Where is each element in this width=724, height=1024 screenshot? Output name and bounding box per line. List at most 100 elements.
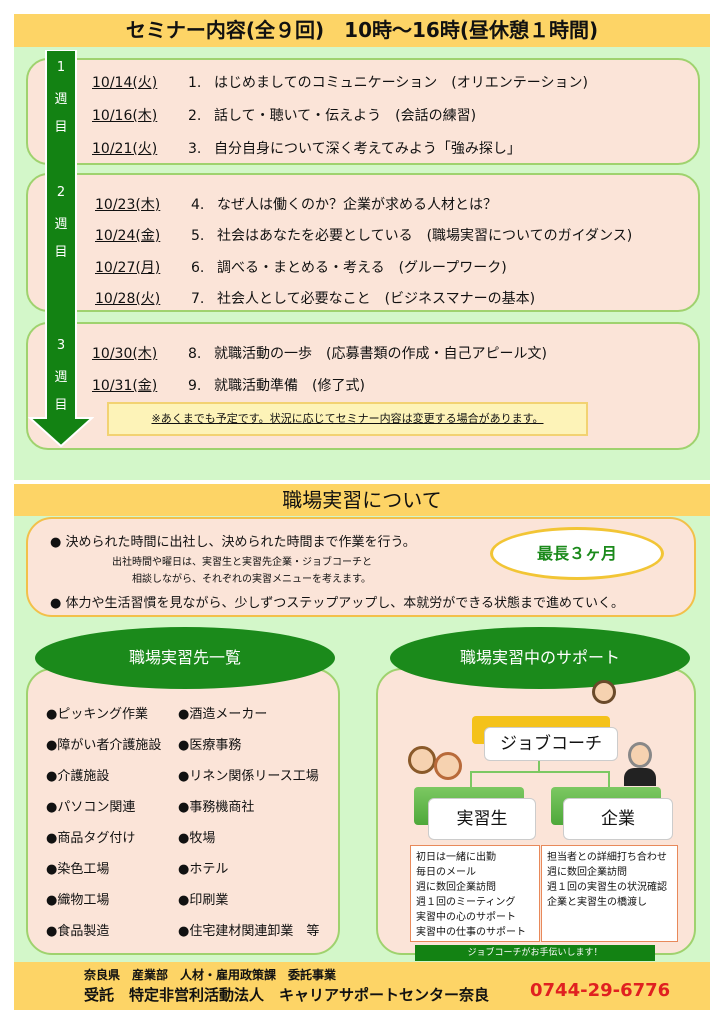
session-date: 10/14(火) — [92, 75, 158, 91]
support-title: 職場実習中のサポート — [390, 627, 690, 689]
session-date: 10/30(木) — [92, 346, 158, 362]
footer-line-1: 奈良県 産業部 人材・雇用政策課 委託事業 — [84, 968, 337, 982]
place-item: ●ホテル — [178, 862, 229, 877]
seminar-header: セミナー内容(全９回) 10時～16時(昼休憩１時間) — [14, 14, 710, 47]
timeline-arrow-icon — [28, 50, 94, 448]
support-item: 週１回の実習生の状況確認 — [547, 882, 667, 893]
week-label: 目 — [54, 398, 68, 413]
week-label: 目 — [54, 245, 68, 260]
place-item: ●障がい者介護施設 — [46, 738, 162, 753]
week-1-box — [26, 58, 700, 165]
session-title: なぜ人は働くのか？企業が求める人材とは？ — [217, 197, 497, 213]
session-row: 10/16(木) 2. 話して・聴いて・伝えよう (会話の練習) — [92, 105, 476, 125]
support-item: 毎日のメール — [416, 867, 476, 878]
footer — [14, 962, 710, 1010]
schedule-note: ※あくまでも予定です。状況に応じてセミナー内容は変更する場合があります。 — [107, 402, 588, 436]
coach-box: ジョブコーチ — [484, 727, 618, 761]
support-item: 実習中の心のサポート — [416, 912, 516, 923]
session-row: 10/21(火) 3. 自分自身について深く考えてみよう「強み探し」 — [92, 138, 521, 158]
session-row: 10/31(金) 9. 就職活動準備 (修了式) — [92, 375, 365, 395]
place-item: ●商品タグ付け — [46, 831, 136, 846]
session-title: 就職活動の一歩 (応募書類の作成・自己アピール文) — [214, 346, 547, 362]
trainee-support-list: 初日は一緒に出勤毎日のメール週に数回企業訪問週１回のミーティング実習中の心のサポ… — [410, 845, 540, 942]
session-row: 10/28(火)7.社会人として必要なこと (ビジネスマナーの基本) — [95, 288, 535, 308]
place-item: ●事務機商社 — [178, 800, 255, 815]
session-number: 5. — [191, 228, 205, 244]
session-row: 10/27(月) 6. 調べる・まとめる・考える (グループワーク) — [95, 257, 507, 277]
session-title: 就職活動準備 (修了式) — [214, 378, 365, 394]
week-label: 1 — [56, 60, 66, 75]
week-label: 2 — [56, 185, 66, 200]
connector-lines — [608, 771, 610, 787]
session-title: はじめましてのコミュニケーション (オリエンテーション) — [214, 75, 588, 91]
place-item: ●染色工場 — [46, 862, 110, 877]
bullet-1: ● 決められた時間に出社し、決められた時間まで作業を行う。 — [50, 535, 416, 550]
place-item: ●介護施設 — [46, 769, 110, 784]
place-item: ●織物工場 — [46, 893, 110, 908]
support-item: 企業と実習生の橋渡し — [547, 897, 647, 908]
session-date: 10/28(火) — [95, 291, 161, 307]
company-support-list: 担当者との詳細打ち合わせ週に数回企業訪問週１回の実習生の状況確認企業と実習生の橋… — [541, 845, 678, 942]
place-item: ●牧場 — [178, 831, 216, 846]
session-date: 10/23(木) — [95, 197, 161, 213]
session-date: 10/31(金) — [92, 378, 158, 394]
place-item: ●住宅建材関連卸業 等 — [178, 924, 320, 939]
session-number: 3. — [188, 141, 202, 157]
session-date: 10/16(木) — [92, 108, 158, 124]
week-2-box — [26, 173, 700, 312]
support-item: 実習中の仕事のサポート — [416, 927, 526, 938]
coach-person-icon — [592, 680, 616, 704]
support-item: 週１回のミーティング — [416, 897, 516, 908]
support-item: 初日は一緒に出勤 — [416, 852, 496, 863]
sub-text-1: 出社時間や曜日は、実習生と実習先企業・ジョブコーチと — [112, 557, 372, 568]
connector-lines — [538, 752, 540, 772]
session-date: 10/24(金) — [95, 228, 161, 244]
footer-phone: 0744-29-6776 — [530, 980, 671, 1001]
trainee-people-icon — [434, 752, 462, 780]
duration-badge: 最長３ヶ月 — [490, 527, 664, 580]
session-title: 社会はあなたを必要としている (職場実習についてのガイダンス) — [217, 228, 633, 244]
support-item: 週に数回企業訪問 — [416, 882, 496, 893]
session-number: 8. — [188, 346, 202, 362]
connector-lines — [470, 771, 610, 773]
session-number: 1. — [188, 75, 202, 91]
session-date: 10/21(火) — [92, 141, 158, 157]
session-number: 6. — [191, 260, 205, 276]
company-person-icon — [624, 768, 656, 786]
places-box — [26, 668, 340, 955]
internship-header: 職場実習について — [14, 484, 710, 516]
bullet-2: ● 体力や生活習慣を見ながら、少しずつステップアップし、本就労ができる状態まで進… — [50, 596, 624, 611]
support-banner: ジョブコーチがお手伝いします！ — [415, 945, 655, 961]
place-item: ●医療事務 — [178, 738, 242, 753]
company-box: 企業 — [563, 798, 673, 840]
session-row: 10/23(木) 4. なぜ人は働くのか？企業が求める人材とは？ — [95, 194, 497, 214]
session-title: 社会人として必要なこと (ビジネスマナーの基本) — [217, 291, 536, 307]
session-number: 9. — [188, 378, 202, 394]
session-date: 10/27(月) — [95, 260, 161, 276]
place-item: ●印刷業 — [178, 893, 229, 908]
trainee-box: 実習生 — [428, 798, 536, 840]
footer-line-2: 受託 特定非営利活動法人 キャリアサポートセンター奈良 — [84, 986, 490, 1004]
week-label: 週 — [54, 217, 68, 232]
session-title: 自分自身について深く考えてみよう「強み探し」 — [214, 141, 521, 157]
place-item: ●ピッキング作業 — [46, 707, 148, 722]
session-number: 2. — [188, 108, 202, 124]
week-label: 3 — [56, 338, 66, 353]
session-title: 調べる・まとめる・考える (グループワーク) — [217, 260, 507, 276]
trainee-people-icon — [408, 746, 436, 774]
place-item: ●酒造メーカー — [178, 707, 268, 722]
connector-lines — [470, 771, 472, 787]
support-item: 週に数回企業訪問 — [547, 867, 627, 878]
place-item: ●リネン関係リース工場 — [178, 769, 319, 784]
sub-text-2: 相談しながら、それぞれの実習メニューを考えます。 — [132, 574, 371, 585]
place-item: ●食品製造 — [46, 924, 110, 939]
session-row: 10/14(火) 1. はじめましてのコミュニケーション (オリエンテーション) — [92, 72, 588, 92]
session-number: 4. — [191, 197, 205, 213]
week-label: 週 — [54, 370, 68, 385]
week-label: 目 — [54, 120, 68, 135]
company-person-icon — [628, 742, 652, 768]
session-title: 話して・聴いて・伝えよう (会話の練習) — [214, 108, 477, 124]
places-title: 職場実習先一覧 — [35, 627, 335, 689]
week-label: 週 — [54, 92, 68, 107]
session-row: 10/24(金) 5. 社会はあなたを必要としている (職場実習についてのガイダンス… — [95, 225, 632, 245]
